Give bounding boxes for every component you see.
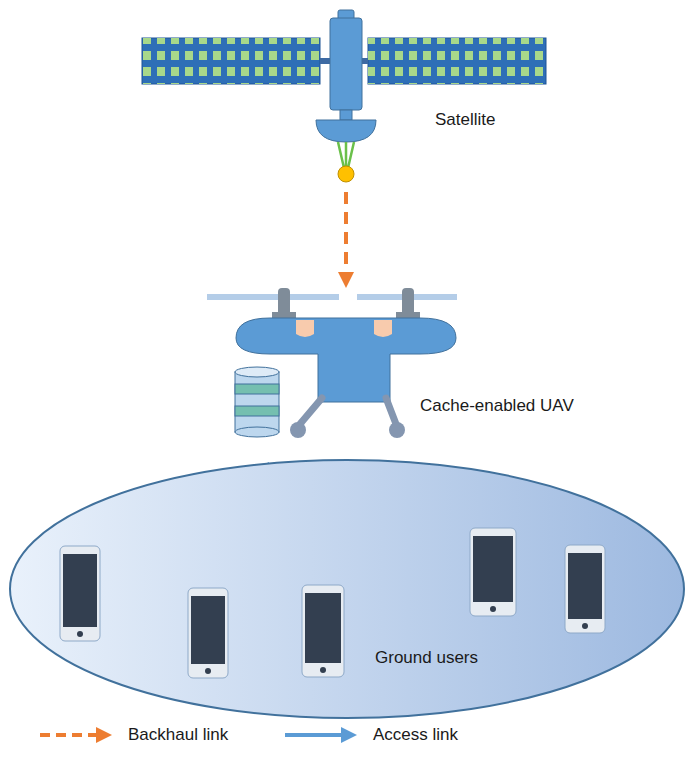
node-label: Ground users xyxy=(375,648,478,668)
uav-drawing xyxy=(207,288,457,438)
legend-item: Access link xyxy=(283,722,523,748)
legend-label: Access link xyxy=(373,725,458,745)
legend-sample xyxy=(283,722,367,748)
legend-item: Backhaul link xyxy=(38,722,278,748)
phone-icon xyxy=(470,528,516,616)
ground-users-region: Ground users xyxy=(8,458,686,720)
node-label: Satellite xyxy=(435,110,495,130)
satellite-drawing xyxy=(142,10,546,182)
phone-icon xyxy=(302,585,344,677)
region-outline xyxy=(8,458,686,720)
uav-node: Cache-enabled UAV xyxy=(200,286,580,462)
backhaul-link xyxy=(344,192,348,282)
satellite-node: Satellite xyxy=(140,8,550,190)
phone-icon xyxy=(60,546,100,641)
legend-sample xyxy=(38,722,122,748)
phone-icon xyxy=(565,545,605,633)
node-label: Cache-enabled UAV xyxy=(420,396,574,416)
legend-label: Backhaul link xyxy=(128,725,228,745)
phone-icon xyxy=(188,588,228,678)
